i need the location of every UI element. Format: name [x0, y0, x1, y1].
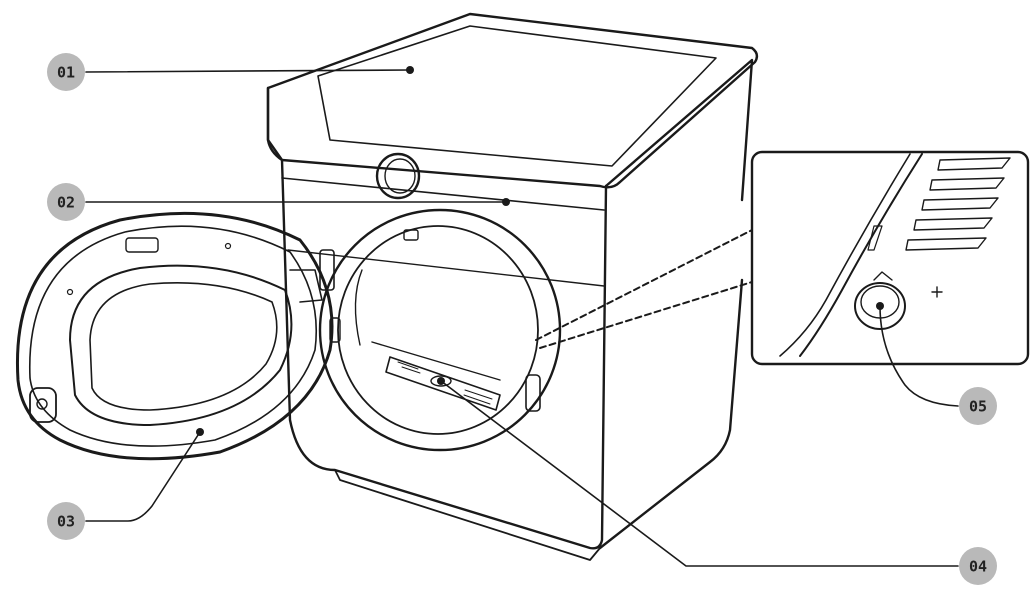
callout-label: 03 — [57, 513, 75, 531]
dryer-cabinet — [266, 12, 759, 561]
callout-label: 04 — [969, 558, 987, 576]
callout-04: 04 — [959, 547, 997, 585]
drum-opening — [318, 208, 562, 452]
callout-leaders — [85, 69, 959, 567]
callout-label: 05 — [969, 398, 987, 416]
callout-label: 02 — [57, 194, 75, 212]
callout-02: 02 — [47, 183, 85, 221]
lint-filter-sensor — [385, 356, 501, 411]
callout-01: 01 — [47, 53, 85, 91]
dryer-door — [15, 211, 334, 461]
callout-anchor-dots — [196, 66, 884, 436]
zoom-leader-lines — [535, 229, 753, 349]
control-dial — [375, 152, 421, 200]
callout-03: 03 — [47, 502, 85, 540]
callout-label: 01 — [57, 64, 75, 82]
callout-05: 05 — [959, 387, 997, 425]
zoom-inset — [750, 150, 1030, 366]
